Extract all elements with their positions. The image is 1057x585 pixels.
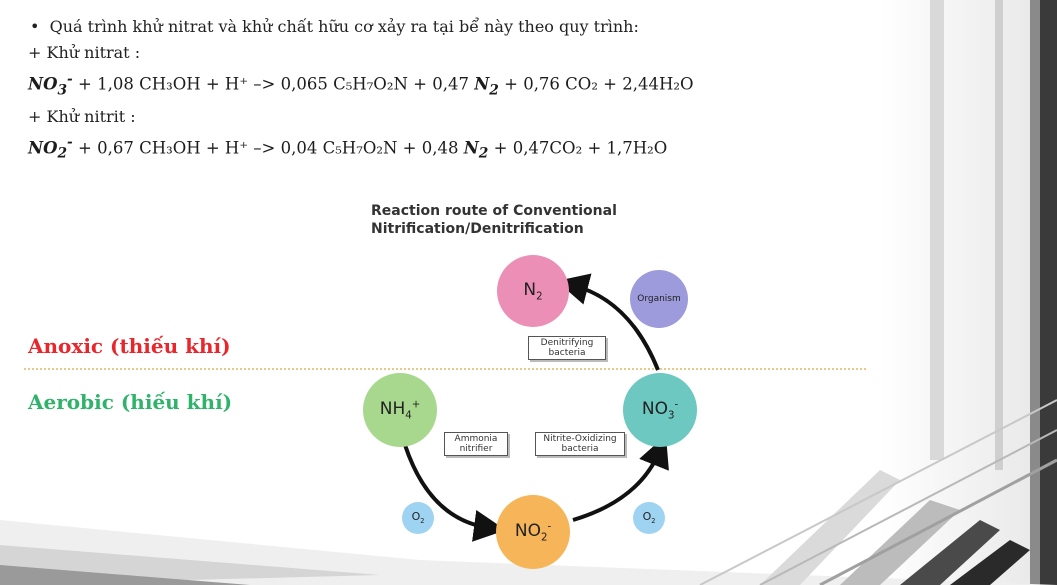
nitrite-equation: NO2- + 0,67 CH₃OH + H⁺ –> 0,04 C₅H₇O₂N +… <box>28 130 888 168</box>
intro-text: • Quá trình khử nitrat và khử chất hữu c… <box>30 17 639 36</box>
nitrate-reactant: NO <box>28 74 58 94</box>
n2-node: N2 <box>497 255 569 327</box>
diagram-title: Reaction route of Conventional Nitrifica… <box>371 202 617 238</box>
arrow-no2-to-no3 <box>572 435 669 522</box>
bullet-icon: • <box>30 17 50 36</box>
anoxic-label: Anoxic (thiếu khí) <box>28 334 231 358</box>
arrow-nh4-to-no2 <box>403 444 506 542</box>
aerobic-label: Aerobic (hiếu khí) <box>28 390 233 414</box>
nitrate-reactant-sub: 3 <box>57 81 68 98</box>
nitrite-oxidizing-bacteria-box: Nitrite-Oxidizing bacteria <box>535 432 625 456</box>
nitrite-eq-tail: + 0,47CO₂ + 1,7H₂O <box>488 138 668 158</box>
nitrate-reactant-sup: - <box>67 71 73 87</box>
no3-node: NO3- <box>623 373 697 447</box>
nitrate-eq-tail: + 0,76 CO₂ + 2,44H₂O <box>498 74 694 94</box>
denitrifying-bacteria-box: Denitrifying bacteria <box>528 336 606 360</box>
organism-node: Organism <box>630 270 688 328</box>
no2-node: NO2- <box>496 495 570 569</box>
equation-text-block: • Quá trình khử nitrat và khử chất hữu c… <box>28 14 888 168</box>
diagram-title-line1: Reaction route of Conventional <box>371 203 617 219</box>
nitrite-reactant: NO <box>28 138 58 158</box>
nitrate-heading: + Khử nitrat : <box>28 43 141 62</box>
nitrite-n2: N <box>463 138 479 158</box>
nitrate-equation: NO3- + 1,08 CH₃OH + H⁺ –> 0,065 C₅H₇O₂N … <box>28 66 888 104</box>
nitrite-heading: + Khử nitrit : <box>28 106 136 126</box>
nitrate-n2: N <box>474 74 490 94</box>
arrow-no3-to-n2 <box>556 273 660 371</box>
diagram-title-line2: Nitrification/Denitrification <box>371 221 584 237</box>
nitrate-eq-body: + 1,08 CH₃OH + H⁺ –> 0,065 C₅H₇O₂N + 0,4… <box>72 74 475 94</box>
nitrite-reactant-sup: - <box>67 134 73 151</box>
nitrite-n2-sub: 2 <box>478 145 489 162</box>
nitrite-eq-body: + 0,67 CH₃OH + H⁺ –> 0,04 C₅H₇O₂N + 0,48 <box>72 138 464 158</box>
o2-node-left: O2 <box>402 502 434 534</box>
nh4-node: NH4+ <box>363 373 437 447</box>
zone-divider <box>24 368 866 370</box>
o2-node-right: O2 <box>633 502 665 534</box>
nitrite-reactant-sub: 2 <box>57 145 68 162</box>
nitrate-n2-sub: 2 <box>489 81 499 98</box>
ammonia-nitrifier-box: Ammonia nitrifier <box>444 432 508 456</box>
